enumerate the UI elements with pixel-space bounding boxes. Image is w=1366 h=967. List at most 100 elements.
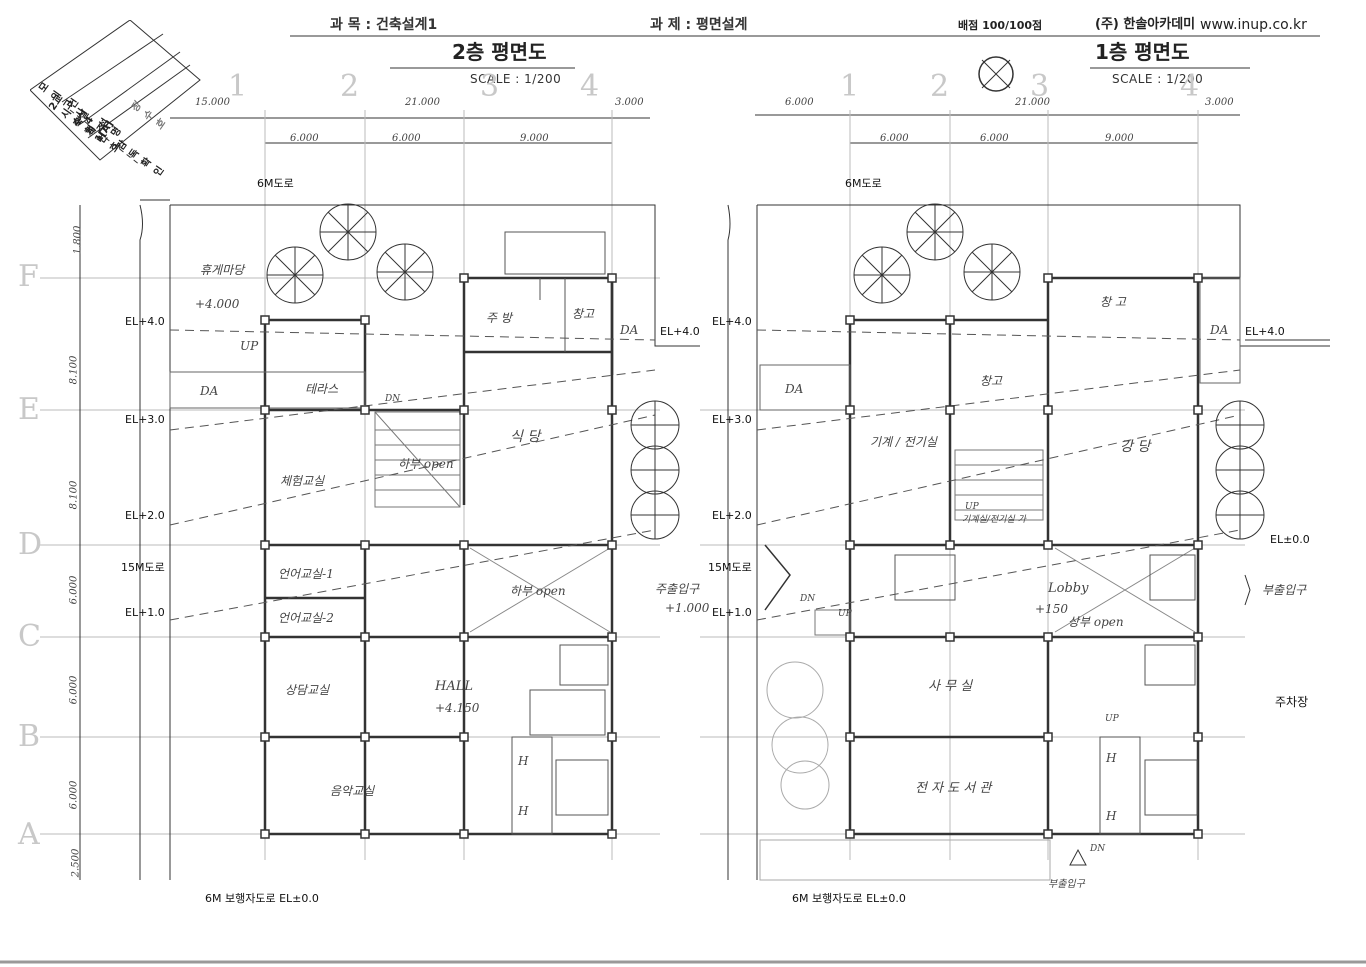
- plan1-da-right: DA: [1210, 323, 1229, 337]
- plan1-up: UP: [965, 502, 979, 512]
- plan1-level-3: EL+3.0: [712, 413, 752, 426]
- plan2-level-1: EL+1.0: [125, 606, 165, 619]
- plan2-room-lang-1: 언어교실-1: [278, 567, 334, 581]
- plan2-dim-left-0: 1.800: [72, 225, 84, 255]
- plan1-dim-sub-1: 6.000: [980, 133, 1009, 144]
- plan2-da: DA: [200, 384, 219, 398]
- plan2-void-1: 하부 open: [398, 457, 454, 471]
- plan1-road-bottom: 6M 보행자도로 EL±0.0: [792, 892, 906, 905]
- plan1-scale: SCALE : 1/200: [1112, 72, 1204, 86]
- plan2-level-right: EL+4.0: [660, 325, 700, 338]
- plan1-dn: DN: [800, 594, 816, 604]
- plan1-level-4: EL+4.0: [712, 315, 752, 328]
- plan2-dn: DN: [385, 394, 401, 404]
- plan2-room-rest: 휴게마당: [200, 263, 245, 277]
- plan1-level-1: EL+1.0: [712, 606, 752, 619]
- plan1-parking: 주차장: [1275, 695, 1309, 709]
- plan2-hall-level: +4.150: [435, 701, 480, 715]
- plan1-room-auditorium: 강 당: [1120, 439, 1151, 455]
- plan2-dim-sub-0: 6.000: [290, 133, 319, 144]
- plan1-dim-sub-2: 9.000: [1105, 133, 1134, 144]
- plan1-lobby-level: +150: [1035, 602, 1068, 616]
- plan2-dim-left-1: 8.100: [68, 355, 80, 385]
- plan2-grid-row-c: C: [18, 619, 41, 654]
- plan1-sub-entrance: 부출입구: [1262, 583, 1307, 597]
- plan1-void: 상부 open: [1068, 615, 1124, 629]
- plan2-room-hall: HALL: [435, 679, 473, 694]
- plan2-room-storage: 창고: [572, 307, 595, 321]
- plan2-grid-row-d: D: [18, 527, 43, 562]
- plan1-room-office: 사 무 실: [928, 679, 973, 694]
- plan2-room-kitchen: 주 방: [486, 311, 512, 325]
- plan2-dim-sub-1: 6.000: [392, 133, 421, 144]
- plan2-grid-row-e: E: [18, 392, 40, 427]
- plan1-road-left: 15M도로: [708, 561, 752, 574]
- plan2-h-2: H: [518, 804, 529, 818]
- plan2-entrance: 주출입구: [655, 582, 700, 596]
- plan1-note: 기계실/전기실 가: [962, 515, 1026, 525]
- plan1-up-2: UP: [838, 609, 852, 619]
- plan1-room-library: 전 자 도 서 관: [915, 781, 992, 796]
- plan2-h-1: H: [518, 754, 529, 768]
- subject-label: 과 목 : 건축설계1: [330, 17, 438, 33]
- plan2-dim-left-5: 6.000: [68, 780, 80, 810]
- plan2-dim-top-0: 15.000: [195, 97, 230, 108]
- plan2-grid-col-3: 3: [480, 69, 500, 104]
- plan2-grid-col-1: 1: [228, 69, 248, 104]
- plan2-grid-col-2: 2: [340, 69, 360, 104]
- website-label: www.inup.co.kr: [1200, 17, 1307, 33]
- plan2-room-terrace: 테라스: [305, 382, 339, 396]
- plan1-title: 1층 평면도: [1095, 40, 1190, 64]
- plan2-up: UP: [240, 339, 259, 353]
- plan1-dim-sub-0: 6.000: [880, 133, 909, 144]
- plan1-room-storage-top: 창 고: [1100, 295, 1126, 309]
- plan2-grid-row-f: F: [18, 259, 39, 294]
- plan2-level-4: EL+4.0: [125, 315, 165, 328]
- score-label: 배점 100/100점: [958, 19, 1043, 32]
- plan2-grid-col-4: 4: [580, 69, 600, 104]
- plan2-dim-left-3: 6.000: [68, 575, 80, 605]
- plan1-grid-col-1: 1: [840, 69, 860, 104]
- plan1-room-storage: 창고: [980, 374, 1003, 388]
- plan2-road-bottom: 6M 보행자도로 EL±0.0: [205, 892, 319, 905]
- plan2-room-activity: 체험교실: [280, 474, 325, 488]
- plan1-level-2: EL+2.0: [712, 509, 752, 522]
- plan2-grid-row-a: A: [18, 817, 40, 852]
- plan1-room-lobby: Lobby: [1048, 581, 1089, 596]
- company-label: (주) 한솔아카데미: [1095, 17, 1196, 32]
- plan1-grid-col-3: 3: [1030, 69, 1050, 104]
- plan1-up-3: UP: [1105, 714, 1119, 724]
- plan1-h-2: H: [1106, 809, 1117, 823]
- plan2-level-3: EL+3.0: [125, 413, 165, 426]
- plan2-dim-left-6: 2.500: [70, 848, 82, 878]
- plan2-room-music: 음악교실: [330, 784, 375, 798]
- plan2-room-dining: 식 당: [510, 429, 541, 445]
- plan2-dim-top-2: 3.000: [615, 97, 644, 108]
- plan2-dim-sub-2: 9.000: [520, 133, 549, 144]
- plan2-title: 2층 평면도: [452, 40, 547, 64]
- plan1-grid-col-4: 4: [1180, 69, 1200, 104]
- plan2-room-rest-level: +4.000: [195, 297, 240, 311]
- plan1-dim-top-2: 3.000: [1205, 97, 1234, 108]
- plan1-room-machine: 기계 / 전기실: [870, 435, 937, 449]
- plan2-level-2: EL+2.0: [125, 509, 165, 522]
- plan2-dim-left-2: 8.100: [68, 480, 80, 510]
- plan2-dim-top-1: 21.000: [405, 97, 440, 108]
- plan2-road-left: 15M도로: [121, 561, 165, 574]
- plan1-level-right: EL+4.0: [1245, 325, 1285, 338]
- plan1-h-1: H: [1106, 751, 1117, 765]
- plan1-road-top: 6M도로: [845, 177, 882, 190]
- plan1-dn-2: DN: [1090, 844, 1106, 854]
- plan2-grid-row-b: B: [18, 719, 41, 754]
- plan1-dim-top-0: 6.000: [785, 97, 814, 108]
- task-label: 과 제 : 평면설계: [650, 17, 748, 33]
- plan2-room-lang-2: 언어교실-2: [278, 611, 334, 625]
- plan2-room-counsel: 상담교실: [285, 683, 330, 697]
- plan2-void-2: 하부 open: [510, 584, 566, 598]
- plan1-grid-col-2: 2: [930, 69, 950, 104]
- plan2-entrance-level: +1.000: [665, 601, 710, 615]
- plan1-level-right-2: EL±0.0: [1270, 533, 1310, 546]
- plan1-sub-entrance-2: 부출입구: [1048, 879, 1085, 890]
- plan2-road-top: 6M도로: [257, 177, 294, 190]
